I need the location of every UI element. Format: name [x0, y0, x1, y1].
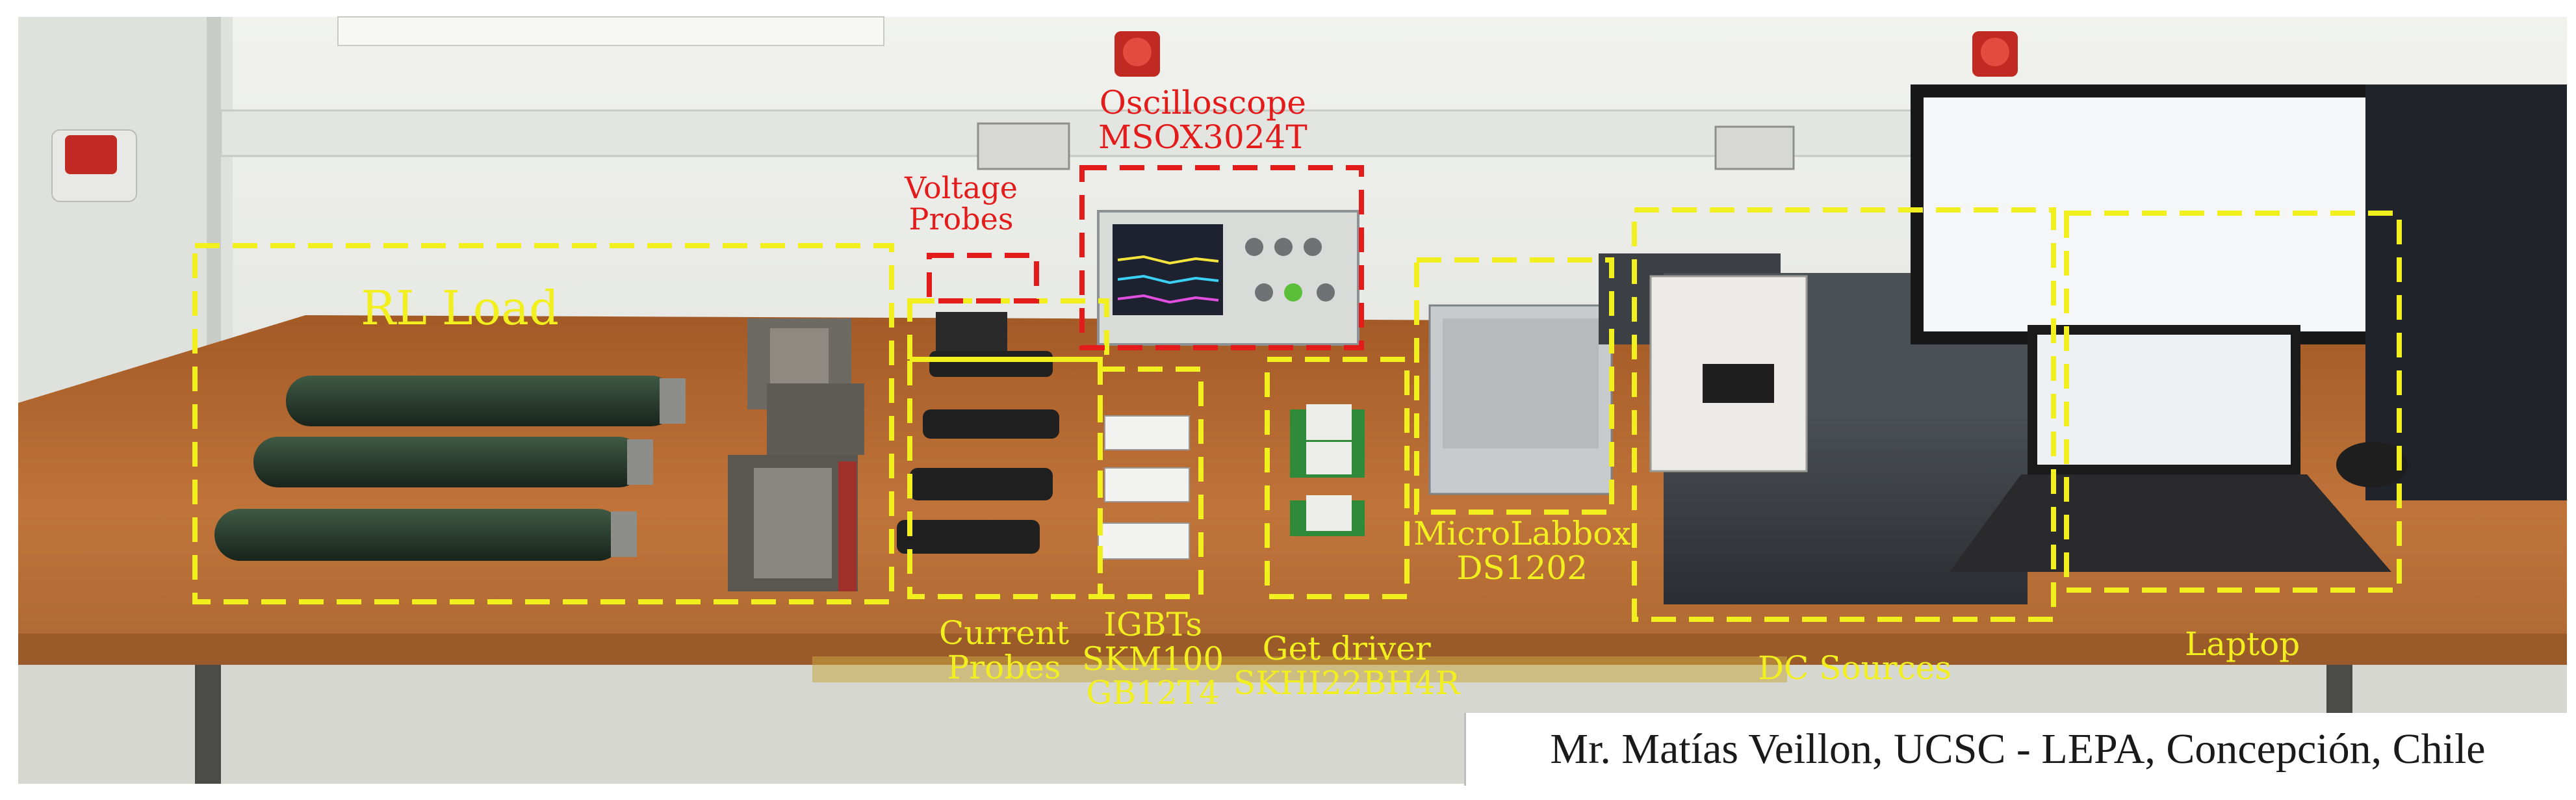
current-probes-label-line-2: Probes	[947, 648, 1061, 686]
red-annotation-boxes	[927, 165, 1364, 350]
gate-driver-label-line-1: Get driver	[1262, 630, 1431, 667]
igbts-label: IGBTs SKM100 GB12T4	[1082, 608, 1224, 710]
laptop-label: Laptop	[2185, 625, 2300, 663]
voltage-probes-label-line-2: Probes	[908, 201, 1014, 237]
emergency-stop-icon	[51, 31, 2018, 202]
laptop-device	[1950, 325, 2408, 572]
oscilloscope-label-line-2: MSOX3024T	[1098, 118, 1307, 156]
igbts-label-line-2: SKM100	[1082, 639, 1224, 678]
microlabbox-label-line-1: MicroLabbox	[1413, 515, 1631, 552]
microlabbox-label: MicroLabbox DS1202	[1413, 517, 1631, 585]
current-probes-label-line-1: Current	[939, 614, 1070, 652]
rl-load-resistors	[214, 376, 686, 561]
gate-driver-label-line-2: SKHI22BH4R	[1233, 664, 1460, 702]
current-probes-label: Current Probes	[939, 616, 1069, 684]
gate-driver-label: Get driver SKHI22BH4R	[1233, 632, 1460, 700]
oscilloscope-label-line-1: Oscilloscope	[1099, 84, 1306, 122]
rl-load-inductors	[728, 318, 864, 591]
microlabbox-label-line-2: DS1202	[1456, 548, 1588, 587]
igbts-label-line-1: IGBTs	[1103, 606, 1203, 643]
microlabbox-device	[1428, 304, 1613, 495]
credit-caption: Mr. Matías Veillon, UCSC - LEPA, Concepc…	[1464, 713, 2570, 786]
gate-driver-boards	[1290, 404, 1365, 536]
voltage-probes-label: Voltage Probes	[905, 172, 1018, 235]
rl-load-label: RL Load	[361, 281, 560, 335]
igbts-label-line-3: GB12T4	[1086, 674, 1220, 712]
oscilloscope-label: Oscilloscope MSOX3024T	[1098, 86, 1307, 154]
yellow-annotation-boxes	[192, 207, 2402, 622]
voltage-probes-label-line-1: Voltage	[905, 170, 1018, 205]
oscilloscope-device	[1097, 210, 1359, 346]
dc-sources-label: DC Sources	[1758, 649, 1951, 687]
igbt-modules	[1098, 415, 1190, 560]
